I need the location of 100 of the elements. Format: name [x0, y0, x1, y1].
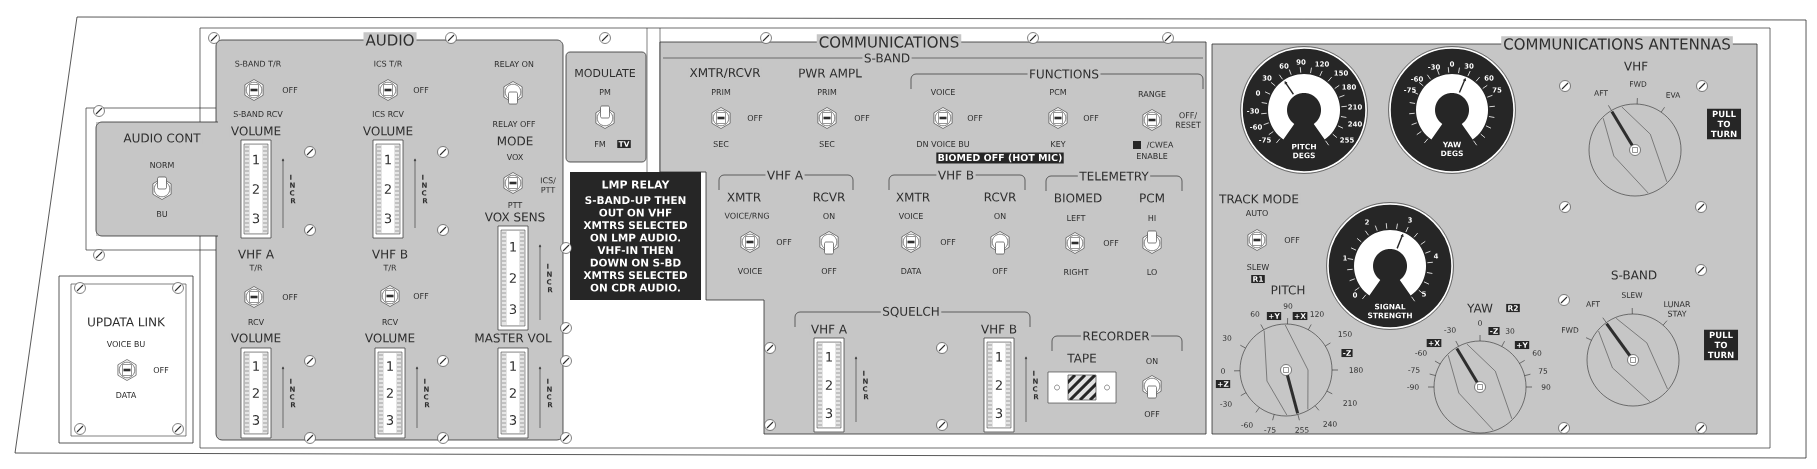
- wheel-number: 1: [387, 361, 393, 371]
- section-label: XMTR: [725, 191, 763, 203]
- wheel-number: 3: [509, 415, 517, 425]
- section-label: TELEMETRY: [1077, 170, 1151, 182]
- section-label: VHF B: [979, 323, 1019, 335]
- switch-label: FM: [595, 141, 605, 147]
- switch-label: OFF: [1083, 114, 1099, 121]
- switch-label: T/R: [249, 264, 263, 272]
- switch-label: T/R: [383, 264, 397, 272]
- wheel-number: 3: [509, 304, 517, 315]
- switch-label: VOX: [506, 153, 524, 161]
- switch-label: OFF/ RESET: [1176, 112, 1201, 128]
- switch-label: OFF: [1284, 236, 1300, 244]
- wheel-number: 1: [253, 361, 259, 371]
- switch-label: RCV: [248, 318, 265, 326]
- section-label: VHF B: [936, 169, 976, 181]
- switch-label: OFF: [413, 86, 429, 93]
- switch-label: VOICE: [898, 212, 923, 220]
- switch-label: BU: [157, 211, 167, 217]
- wheel-number: 1: [385, 154, 391, 165]
- placard: LMP RELAY S-BAND-UP THEN OUT ON VHF XMTRS SELECTED ON LMP AUDIO. VHF-IN THEN DOWN ON S-BD XMTRS SELECTED ON CDR AUDIO.: [570, 172, 701, 300]
- section-label: VHF A: [765, 169, 805, 181]
- wheel-number: 3: [825, 408, 833, 419]
- node-label: AUDIO CONT: [123, 133, 201, 143]
- switch-label: HI: [1148, 215, 1156, 221]
- section-label: TAPE: [1065, 352, 1099, 364]
- switch-label: S-BAND T/R: [235, 60, 281, 68]
- label-plate: BIOMED OFF (HOT MIC): [936, 152, 1064, 164]
- wheel-number: 3: [252, 213, 260, 224]
- switch-label: ICS RCV: [372, 110, 404, 118]
- wheel-number: 3: [386, 415, 394, 425]
- wheel-number: 2: [252, 184, 259, 194]
- section-label: VHF A: [809, 323, 849, 335]
- switch-label: OFF: [413, 292, 429, 300]
- switch-label: PM: [599, 89, 611, 95]
- switch-label: SEC: [819, 140, 835, 147]
- wheel-number: 1: [826, 352, 832, 362]
- wheel-number: 1: [510, 361, 516, 371]
- switch-label: ON: [1146, 357, 1158, 365]
- wheel-number: 3: [252, 415, 260, 425]
- switch-label: DATA: [901, 268, 922, 274]
- switch-label: LUNAR STAY: [1664, 301, 1691, 317]
- wheel-number: 1: [996, 352, 1002, 362]
- switch-label: SEC: [713, 140, 729, 147]
- switch-label: /CWEA: [1146, 141, 1174, 149]
- switch-label: NORM: [150, 161, 174, 169]
- switch-label: ON: [823, 212, 835, 220]
- switch-label: RIGHT: [1064, 268, 1089, 276]
- switch-label: VOICE: [737, 267, 762, 275]
- switch-label: PTT: [508, 202, 523, 208]
- switch-label: ON: [994, 212, 1006, 220]
- switch-label: OFF: [282, 293, 298, 301]
- section-label: XMTR: [894, 191, 932, 203]
- wheel-number: 1: [253, 154, 259, 165]
- switch-label: OFF: [992, 267, 1008, 275]
- section-label: YAW: [1465, 302, 1495, 314]
- switch-label: DATA: [116, 392, 137, 398]
- switch-label: DN VOICE BU: [917, 140, 969, 147]
- switch-label: RELAY OFF: [493, 120, 536, 128]
- section-label: VHF A: [236, 248, 276, 260]
- section-label: SQUELCH: [880, 305, 942, 319]
- placard: PULL TO TURN: [1707, 108, 1741, 140]
- wheel-number: 2: [252, 388, 259, 398]
- switch-label: LEFT: [1067, 215, 1086, 221]
- switch-label: ENABLE: [1137, 153, 1168, 159]
- switch-label: OFF: [282, 86, 298, 93]
- section-label: XMTR/RCVR: [688, 66, 762, 80]
- switch-label: OFF: [821, 267, 837, 275]
- switch-label: OFF: [1103, 239, 1119, 247]
- wheel-number: 3: [995, 408, 1003, 419]
- switch-label: ICS T/R: [374, 60, 403, 68]
- wheel-number: 2: [509, 273, 516, 283]
- switch-label: PRIM: [817, 89, 837, 95]
- switch-label: LO: [1147, 268, 1157, 276]
- switch-label: OFF: [747, 114, 763, 121]
- switch-label: OFF: [1144, 410, 1160, 418]
- section-label: PWR AMPL: [796, 67, 864, 79]
- switch-label: OFF: [776, 238, 792, 246]
- switch-label: RCV: [382, 318, 399, 326]
- switch-label: OFF: [854, 114, 870, 121]
- switch-label: RANGE: [1138, 90, 1166, 97]
- switch-label: OFF: [940, 238, 956, 246]
- section-label: VHF B: [370, 248, 410, 260]
- switch-label: ICS/ PTT: [540, 177, 556, 193]
- switch-label: PCM: [1050, 88, 1066, 95]
- wheel-number: 2: [386, 388, 393, 398]
- switch-label: OFF: [153, 366, 169, 374]
- switch-label: VOICE BU: [106, 340, 145, 348]
- wheel-number: 2: [825, 380, 832, 390]
- switch-label: AUTO: [1245, 209, 1268, 217]
- switch-label: PRIM: [711, 89, 731, 95]
- switch-label: RELAY ON: [494, 60, 534, 67]
- wheel-number: 2: [509, 388, 516, 398]
- switch-label: S-BAND RCV: [233, 110, 283, 118]
- wheel-number: 1: [510, 242, 516, 252]
- placard: PULL TO TURN: [1704, 329, 1738, 361]
- switch-label: VOICE/RNG: [724, 212, 769, 220]
- wheel-number: 2: [995, 380, 1002, 390]
- switch-label: OFF: [967, 114, 983, 121]
- wheel-number: 3: [384, 213, 392, 224]
